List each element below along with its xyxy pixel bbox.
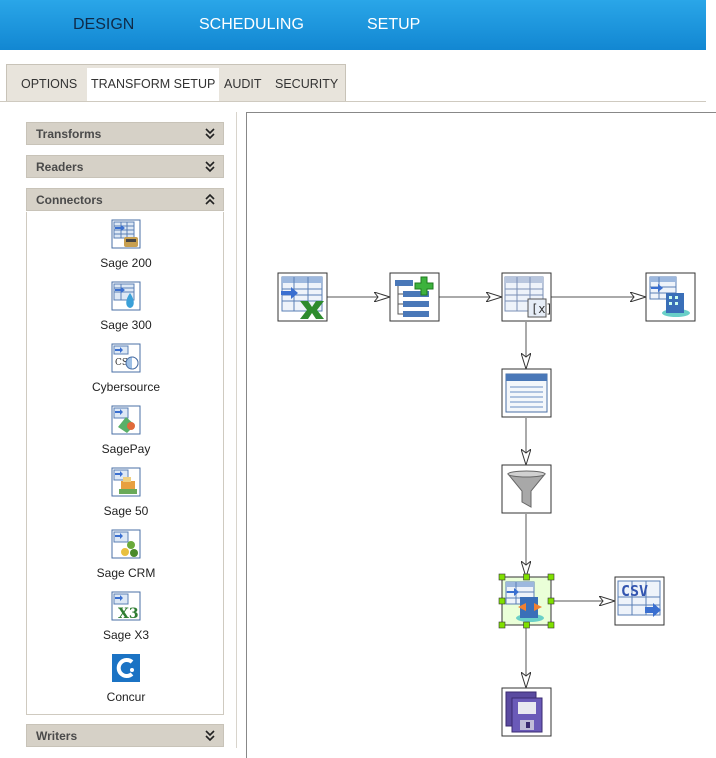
concur-icon [112,654,140,682]
cybersource-icon: CS [111,343,141,373]
connectors-list: Sage 200 Sage 300 CS Cy [26,212,224,715]
connector-concur[interactable]: Concur [27,653,225,711]
sage-200-icon [111,219,141,249]
tab-security[interactable]: SECURITY [275,77,339,91]
panel-splitter[interactable] [236,112,237,748]
sage-crm-icon [111,529,141,559]
edge-layer [327,297,645,687]
connector-label: Cybersource [91,380,161,394]
settings-tab-bar: OPTIONS TRANSFORM SETUP AUDIT SECURITY [6,64,346,102]
chevron-double-down-icon [205,730,215,742]
chevron-double-down-icon [205,161,215,173]
sagepay-icon [111,405,141,435]
svg-text:X3: X3 [118,606,139,621]
connector-sagepay[interactable]: SagePay [27,405,225,463]
tab-audit[interactable]: AUDIT [224,77,262,91]
section-label-writers: Writers [36,729,78,743]
connector-label: Sage 200 [100,256,152,270]
selection-handles [498,573,555,629]
section-label-transforms: Transforms [36,127,102,141]
connector-label: Sage CRM [96,566,156,580]
connector-label: Sage X3 [102,628,150,642]
section-label-connectors: Connectors [36,193,103,207]
connector-cybersource[interactable]: CS Cybersource [27,343,225,401]
database-writer-icon[interactable] [645,272,696,322]
connector-label: Concur [106,690,146,704]
csv-writer-icon[interactable]: CSV [614,576,665,626]
connector-sage-300[interactable]: Sage 300 [27,281,225,339]
svg-text:CS: CS [115,358,128,368]
sage-50-icon [111,467,141,497]
sage-300-icon [111,281,141,311]
connector-sage-200[interactable]: Sage 200 [27,219,225,277]
section-label-readers: Readers [36,160,84,174]
connector-label: SagePay [101,442,151,456]
add-fields-icon[interactable] [389,272,440,322]
sage-x3-icon: X3 [111,591,141,621]
form-view-icon[interactable] [501,368,552,418]
top-navigation-bar: DESIGN SCHEDULING SETUP [0,0,706,50]
tab-transform-setup[interactable]: TRANSFORM SETUP [87,68,220,102]
excel-reader-icon[interactable] [277,272,328,322]
table-transform-icon[interactable]: [x] [501,272,553,322]
workflow-diagram: [x] [277,272,696,737]
tab-divider [0,101,706,102]
section-header-transforms[interactable]: Transforms [26,122,224,145]
section-header-writers[interactable]: Writers [26,724,224,747]
workflow-canvas[interactable]: [x] [246,112,716,758]
connector-sage-50[interactable]: Sage 50 [27,467,225,525]
svg-text:[x]: [x] [531,302,553,316]
section-header-readers[interactable]: Readers [26,155,224,178]
section-header-connectors[interactable]: Connectors [26,188,224,211]
chevron-double-down-icon [205,128,215,140]
funnel-icon[interactable] [501,464,552,514]
connector-step-icon[interactable] [498,573,555,629]
connector-label: Sage 300 [100,318,152,332]
connector-sage-crm[interactable]: Sage CRM [27,529,225,587]
tab-options[interactable]: OPTIONS [21,77,78,91]
csv-label: CSV [621,582,648,600]
nav-scheduling[interactable]: SCHEDULING [199,16,304,33]
nav-design[interactable]: DESIGN [73,16,135,33]
floppy-disks-icon[interactable] [501,687,552,737]
connector-sage-x3[interactable]: X3 Sage X3 [27,591,225,649]
chevron-double-up-icon [205,193,215,205]
connector-label: Sage 50 [103,504,149,518]
nav-setup[interactable]: SETUP [367,16,421,33]
toolbox-panel: Transforms Readers Connectors [0,102,236,758]
